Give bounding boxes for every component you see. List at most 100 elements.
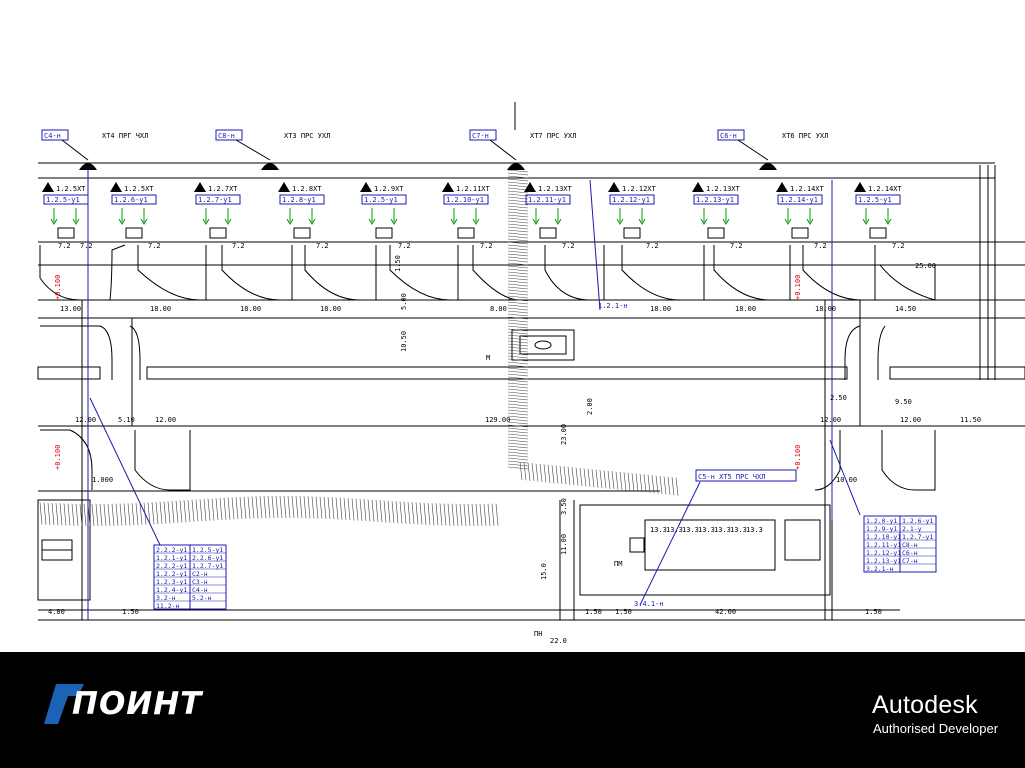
bay-dim: 7.2 [892,242,905,250]
table-cell: 1.2.0-у1 [866,517,897,525]
dimension-label: 12.00 [75,416,96,424]
bay-marker-icon [194,182,206,192]
dimension-label: 15.0 [540,563,548,580]
bay-title: 1.2.9ХТ [374,185,404,193]
bay-marker-icon [110,182,122,192]
bay-title: 1.2.13ХТ [706,185,741,193]
footer-bar [0,652,1025,768]
table-cell: С7-н [902,557,918,565]
transformer-label: 13.3 [730,526,747,534]
elevation-mark: +0.100 [54,275,62,300]
bay-code-box [361,194,407,205]
table-cell: 1.2.10-у1 [866,533,901,541]
feeder-cable-label: ХТ7 ПРС УХЛ [530,132,576,140]
elevation-mark: +0.100 [794,275,802,300]
bay-title: 1.2.5ХТ [124,185,154,193]
dimension-label: 1.000 [92,476,113,484]
feeder-tag-box [717,129,745,141]
dimension-label: 1.50 [865,608,882,616]
bay-code: 1.2.5-у1 [364,196,398,204]
bay-code: 1.2.5-у1 [858,196,892,204]
small-tag: ПН [534,630,542,638]
autodesk-subtitle: Authorised Developer [873,721,999,736]
feeder-tag-box [41,129,69,141]
dimension-label: 2.00 [586,398,594,415]
pole-icon [79,163,97,170]
bay-marker-icon [278,182,290,192]
bay-marker-icon [42,182,54,192]
bay-code: 1.2.6-у1 [114,196,148,204]
dimension-label: 4.80 [48,608,65,616]
bay-dim: 7.2 [232,242,245,250]
table-cell: 1.2.4-у1 [156,586,187,594]
bay-code-box [609,194,655,205]
pole-icon [759,163,777,170]
bay-dim: 7.2 [316,242,329,250]
bay-dim: 7.2 [398,242,411,250]
bay-code: 1.2.10-у1 [446,196,484,204]
bay-code: 1.2.13-у1 [696,196,734,204]
dimension-label: 1.50 [585,608,602,616]
bay-code-box [693,194,739,205]
transformer-label: 13.3 [682,526,699,534]
bay-dim: 7.2 [814,242,827,250]
dimension-label: 23.00 [560,424,568,445]
dimension-label: 1.50 [615,608,632,616]
bay-code-box [777,194,823,205]
point-logo-text: ПОИНТ [72,686,203,722]
bay: 1.2.14ХТ 1.2.5-у1 7.2 [854,182,905,250]
elevation-mark: +0.100 [54,445,62,470]
pole-icon [507,163,525,170]
bay-marker-icon [854,182,866,192]
table-cell: С4-н [192,586,208,594]
cable-trench-hatching [39,169,679,527]
table-cell: 1.2.9-у1 [866,525,897,533]
bay-code: 1.2.7-у1 [198,196,232,204]
pole-icon [261,163,279,170]
dimension-label: 13.00 [60,305,81,313]
dimension-label: 42.00 [715,608,736,616]
feeder-tag: С6-н [720,132,737,140]
dimension-label: 18.00 [150,305,171,313]
dimension-label: 12.00 [155,416,176,424]
bay-dim: 7.2 [80,242,93,250]
dimension-label: 12.00 [820,416,841,424]
dimension-label: 11.00 [560,534,568,555]
callout-text: С5-н ХТ5 ПРС ЧХЛ [698,473,765,481]
table-cell: 5.2-н [192,594,212,602]
table-cell: 1.2.5-у1 [192,546,223,554]
bay-dim: 7.2 [646,242,659,250]
bay-code-box [195,194,241,205]
table-cell: 1.2.1-у1 [156,554,187,562]
transformer-callout: С5-н ХТ5 ПРС ЧХЛ [695,469,797,482]
dimension-label: 1.50 [122,608,139,616]
table-cell: 2.1-у [902,525,922,533]
table-cell: С6-н [902,549,918,557]
table-cell: 1.2.12-у1 [866,549,901,557]
table-cell: 2.2.2-у1 [156,562,187,570]
bay-marker-icon [608,182,620,192]
dimension-label: 11.50 [960,416,981,424]
bay-title: 1.2.8ХТ [292,185,322,193]
bay-code: 1.2.11-у1 [528,196,566,204]
bay-title: 1.2.5ХТ [56,185,86,193]
transformer-label: 13.3 [666,526,683,534]
bay-marker-icon [692,182,704,192]
small-tag: 1.2.1-н [598,302,628,310]
table-cell: С2-н [192,570,208,578]
transformer-label: 13.3 [746,526,763,534]
small-tag: М [486,354,490,362]
bay-code: 1.2.12-у1 [612,196,650,204]
bay-title: 1.2.14ХТ [868,185,903,193]
dimension-label: 7.2 [58,242,71,250]
feeder-tag-box [215,129,243,141]
point-logo-mark-icon [44,684,84,724]
bay-code-box [279,194,325,205]
